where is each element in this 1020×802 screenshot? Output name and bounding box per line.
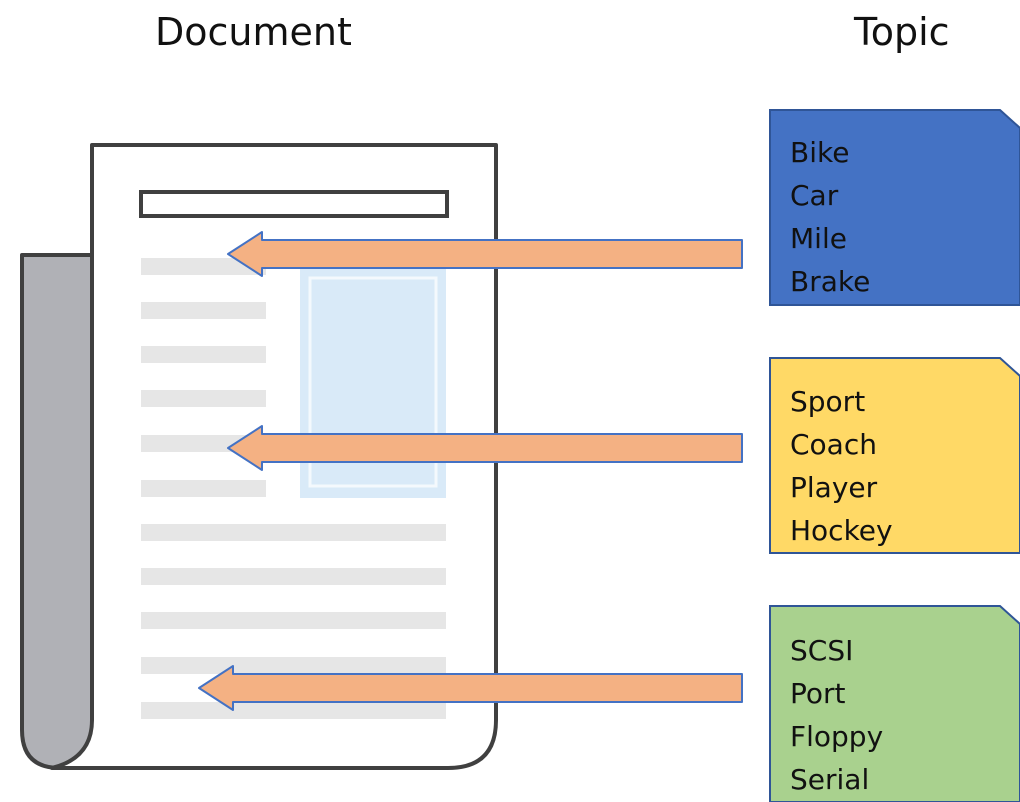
topic-card-vehicles — [769, 109, 1020, 306]
document-text-line — [141, 702, 446, 719]
topic-word-list-vehicles: Bike Car Mile Brake — [790, 131, 870, 303]
topic-word: Coach — [790, 428, 877, 461]
topic-heading: Topic — [854, 10, 950, 54]
document-text-line — [141, 390, 266, 407]
document-text-line — [141, 568, 446, 585]
document-text-line — [141, 524, 446, 541]
document-text-line — [141, 480, 266, 497]
topic-arrow — [227, 231, 743, 277]
topic-card-computers — [769, 605, 1020, 802]
topic-word: Mile — [790, 222, 847, 255]
topic-word: Player — [790, 471, 878, 504]
document-image-block — [300, 268, 446, 498]
document-title-bar — [139, 190, 449, 218]
topic-arrow — [227, 425, 743, 471]
topic-word: Floppy — [790, 720, 884, 753]
document-text-line — [141, 258, 266, 275]
topic-word: Hockey — [790, 514, 893, 547]
document-heading: Document — [155, 10, 352, 54]
document-fold — [20, 253, 96, 770]
topic-word: Brake — [790, 265, 871, 298]
document-text-line — [141, 302, 266, 319]
topic-word-list-sports: Sport Coach Player Hockey — [790, 380, 893, 552]
topic-word: Serial — [790, 763, 870, 796]
topic-card-sports — [769, 357, 1020, 554]
topic-word: Bike — [790, 136, 850, 169]
topic-word: Port — [790, 677, 846, 710]
topic-word: Sport — [790, 385, 866, 418]
document-text-line — [141, 346, 266, 363]
topic-word: Car — [790, 179, 839, 212]
topic-arrow — [198, 665, 743, 711]
topic-word: SCSI — [790, 634, 854, 667]
document-text-line — [141, 657, 446, 674]
topic-word-list-computers: SCSI Port Floppy Serial — [790, 629, 883, 801]
document-image-inner-border — [308, 276, 438, 488]
document-text-line — [141, 612, 446, 629]
